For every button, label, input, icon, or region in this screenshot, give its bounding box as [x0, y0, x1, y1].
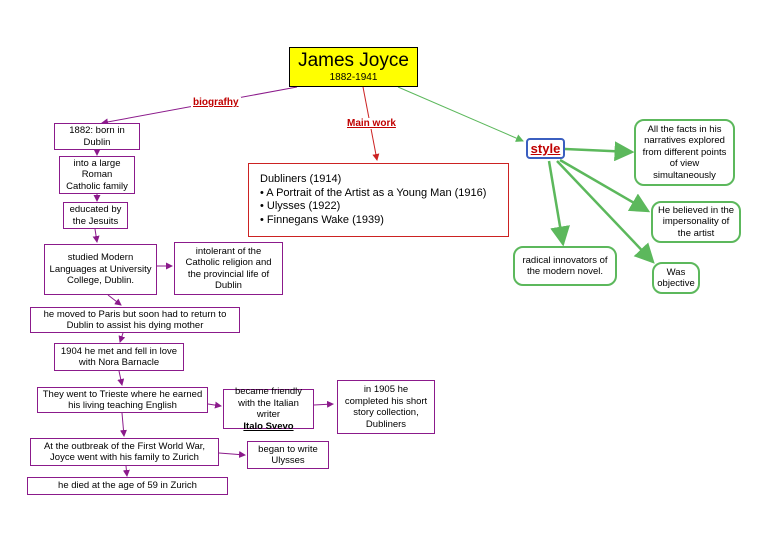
node-born: 1882: born in Dublin — [54, 123, 140, 150]
node-paris: he moved to Paris but soon had to return… — [30, 307, 240, 333]
node-jesuits: educated by the Jesuits — [63, 202, 128, 229]
title-years: 1882-1941 — [329, 72, 378, 83]
node-died: he died at the age of 59 in Zurich — [27, 477, 228, 495]
work-dubliners: Dubliners (1914) — [260, 173, 342, 185]
node-radical: radical innovators of the modern novel. — [513, 246, 617, 286]
main-works-box: Dubliners (1914) • A Portrait of the Art… — [248, 163, 509, 237]
work-finnegans: • Finnegans Wake (1939) — [260, 213, 384, 226]
italo-svevo: Italo Svevo — [243, 420, 294, 432]
main-work-label: Main work — [345, 118, 398, 129]
node-friendly: became friendly with the Italian writer … — [223, 386, 314, 432]
node-trieste: They went to Trieste where he earned his… — [37, 387, 208, 413]
node-stories: in 1905 he completed his short story col… — [337, 380, 435, 434]
work-ulysses: • Ulysses (1922) — [260, 200, 341, 212]
title-name: James Joyce — [298, 50, 409, 71]
node-family: into a large Roman Catholic family — [59, 156, 135, 194]
node-objective: Was objective — [652, 262, 700, 294]
node-facts: All the facts in his narratives explored… — [634, 119, 735, 186]
style-node: style — [526, 138, 565, 159]
work-portrait: • A Portrait of the Artist as a Young Ma… — [260, 186, 487, 199]
node-nora: 1904 he met and fell in love with Nora B… — [54, 343, 184, 371]
title-box: James Joyce 1882-1941 — [289, 47, 418, 87]
node-ulysses: began to write Ulysses — [247, 441, 329, 469]
node-zurich: At the outbreak of the First World War, … — [30, 438, 219, 466]
node-intolerant: intolerant of the Catholic religion and … — [174, 242, 283, 295]
biography-label: biografhy — [191, 97, 241, 108]
friendly-text: became friendly with the Italian writer — [234, 386, 303, 420]
node-impersonality: He believed in the impersonality of the … — [651, 201, 741, 243]
node-studied: studied Modern Languages at University C… — [44, 244, 157, 295]
